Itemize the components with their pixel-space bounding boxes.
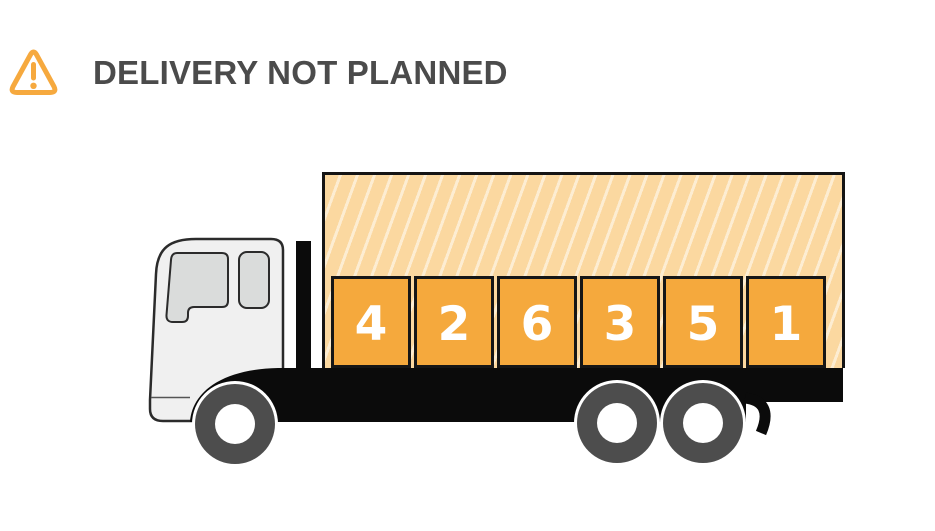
windshield: [165, 252, 229, 323]
warning-triangle-icon: [9, 49, 58, 95]
cargo-box: 6: [497, 276, 577, 368]
front-wheel: [192, 381, 278, 467]
exhaust-stack: [296, 241, 311, 373]
cargo-box: 2: [414, 276, 494, 368]
rear-wheel-1-hub: [597, 403, 637, 443]
door-window: [238, 251, 270, 309]
front-wheel-hub: [215, 404, 255, 444]
mud-flap: [744, 392, 771, 436]
rear-wheel-2: [660, 380, 746, 466]
rear-wheel-2-hub: [683, 403, 723, 443]
cargo-box-row: 4 2 6 3 5 1: [331, 276, 826, 368]
cargo-area: 4 2 6 3 5 1: [322, 172, 845, 368]
page-title: DELIVERY NOT PLANNED: [93, 53, 508, 91]
cargo-box: 4: [331, 276, 411, 368]
truck-chassis: [190, 368, 843, 422]
cargo-box: 3: [580, 276, 660, 368]
exclamation-dot: [30, 82, 37, 89]
rear-wheel-1: [574, 380, 660, 466]
cargo-box: 1: [746, 276, 826, 368]
status-header: DELIVERY NOT PLANNED: [9, 42, 508, 100]
cargo-box: 5: [663, 276, 743, 368]
warning-triangle-outline: [9, 49, 58, 95]
